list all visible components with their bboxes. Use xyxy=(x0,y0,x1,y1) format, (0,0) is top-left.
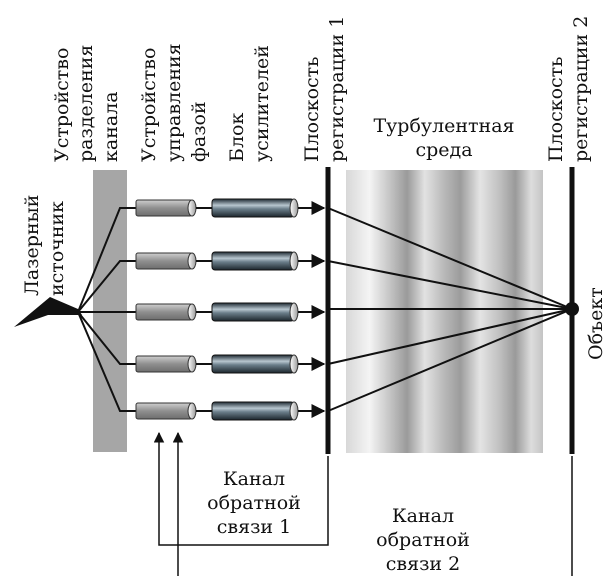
label-feedback1-2: обратной xyxy=(207,492,301,514)
amplifier-cap-5 xyxy=(289,401,299,421)
label-amplifiers-2: усилителей xyxy=(251,45,273,162)
label-feedback1-3: связи 1 xyxy=(217,516,291,538)
object-point xyxy=(565,302,579,316)
label-plane2-2: регистрации 2 xyxy=(570,16,592,162)
amplifier-3 xyxy=(211,302,295,322)
label-feedback2-2: обратной xyxy=(376,529,470,551)
phase-controller-cap-2 xyxy=(187,252,197,270)
label-plane1-2: регистрации 1 xyxy=(326,16,348,162)
label-phase-3: фазой xyxy=(188,101,210,162)
phase-controller-cap-4 xyxy=(187,355,197,373)
label-plane2-1: Плоскость xyxy=(545,56,567,162)
amplifier-cap-4 xyxy=(289,354,299,374)
channels xyxy=(135,198,326,421)
amplifier-1 xyxy=(211,198,295,218)
phase-controller-3 xyxy=(135,303,193,321)
phase-controller-5 xyxy=(135,402,193,420)
amplifier-5 xyxy=(211,401,295,421)
phase-controller-cap-1 xyxy=(187,199,197,217)
amplifier-cap-1 xyxy=(289,198,299,218)
label-phase-1: Устройство xyxy=(138,48,160,162)
phase-controller-1 xyxy=(135,199,193,217)
phase-controller-2 xyxy=(135,252,193,270)
label-feedback2-1: Канал xyxy=(392,505,454,527)
laser-source xyxy=(14,297,82,327)
amplifier-cap-3 xyxy=(289,302,299,322)
splitter-fan xyxy=(77,207,136,412)
amplifier-cap-2 xyxy=(289,251,299,271)
phase-controller-cap-3 xyxy=(187,303,197,321)
label-splitter-2: разделения xyxy=(75,45,97,162)
amplifier-4 xyxy=(211,354,295,374)
label-feedback1-1: Канал xyxy=(223,468,285,490)
phase-controller-cap-5 xyxy=(187,402,197,420)
label-laser-2: источник xyxy=(46,201,68,296)
label-object: Объект xyxy=(585,287,607,360)
label-amplifiers-1: Блок xyxy=(226,113,248,162)
phase-controller-4 xyxy=(135,355,193,373)
beams-to-object xyxy=(327,207,573,412)
label-splitter-1: Устройство xyxy=(51,48,73,162)
turbulent-medium xyxy=(346,170,543,453)
label-laser-1: Лазерный xyxy=(21,195,43,296)
amplifier-2 xyxy=(211,251,295,271)
label-plane1-1: Плоскость xyxy=(301,56,323,162)
feedback-line-1 xyxy=(153,431,329,546)
label-feedback2-3: связи 2 xyxy=(386,553,460,575)
label-turbulent-2: среда xyxy=(415,139,472,161)
label-splitter-3: канала xyxy=(100,91,122,162)
label-phase-2: управления xyxy=(163,43,185,162)
label-turbulent-1: Турбулентная xyxy=(373,115,514,137)
